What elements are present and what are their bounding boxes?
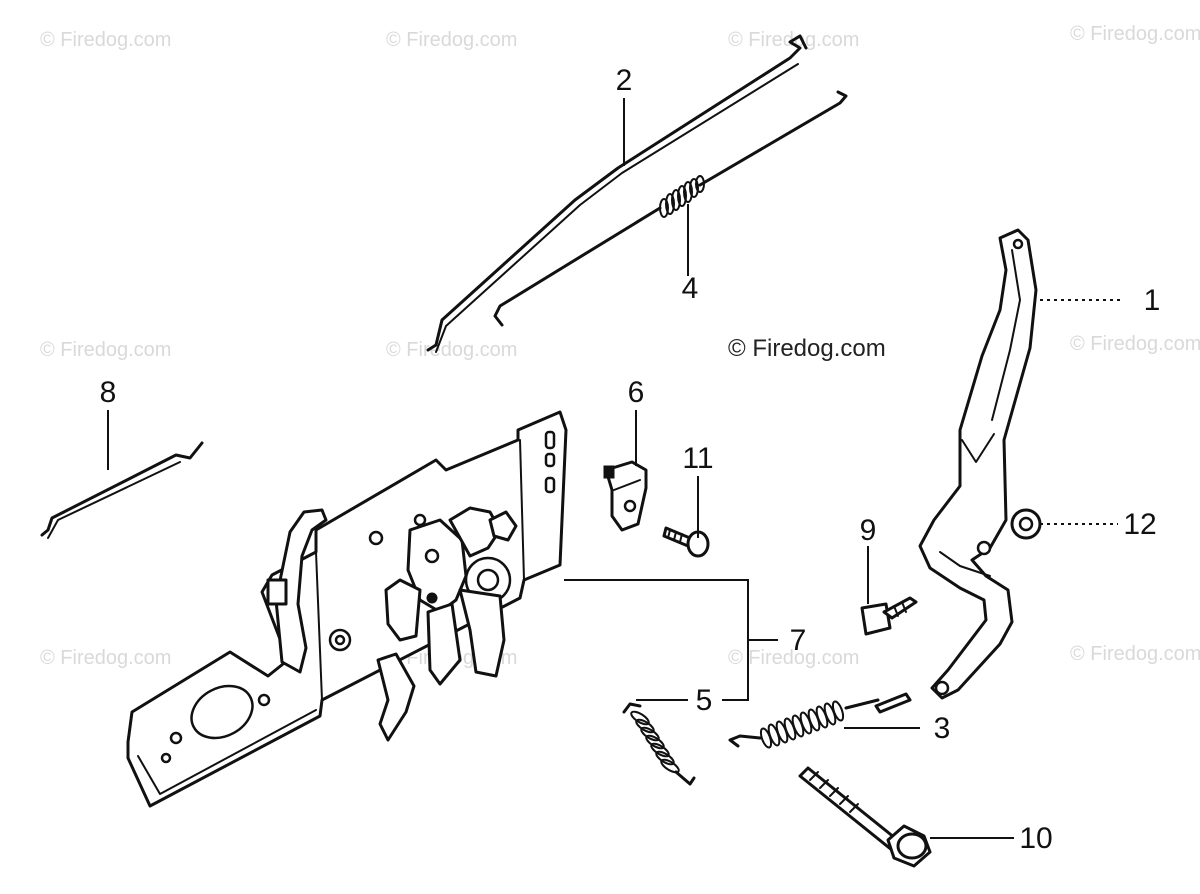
watermark: © Firedog.com [1070,333,1200,355]
slot-hole [544,476,556,494]
watermark: © Firedog.com [1070,23,1200,45]
callout-1: 1 [1144,284,1161,317]
callout-10: 10 [1019,822,1052,855]
cable-clamp[interactable] [603,460,648,532]
governor-spring[interactable] [728,692,912,749]
callout-12: 12 [1123,508,1156,541]
spring-coils [659,175,705,218]
callout-5: 5 [696,684,713,717]
pivot-hole [424,548,440,564]
flange-bolt[interactable] [798,766,932,868]
lever-hole [934,680,950,696]
governor-rod[interactable] [426,34,808,353]
slot-hole [544,430,556,450]
lever-hole [976,540,992,556]
lever-hole [1012,238,1024,250]
leader-lines [107,98,1124,839]
mount-hole [368,530,384,546]
spring-coils [630,710,680,774]
control-base-assembly[interactable] [126,410,568,808]
callout-8: 8 [100,376,117,409]
callout-9: 9 [860,514,877,547]
mount-hole [160,752,172,764]
watermark: © Firedog.com [40,29,171,51]
callout-3: 3 [934,712,951,745]
arm-tab [266,578,288,606]
callout-labels: 2 4 1 8 6 11 9 12 7 5 3 10 [100,64,1161,855]
mount-hole [169,731,183,745]
watermark-center: © Firedog.com [728,335,886,362]
mount-hole [413,513,427,527]
callout-6: 6 [628,376,645,409]
callout-11: 11 [682,442,713,475]
clamp-hole [623,499,637,513]
callout-4: 4 [682,272,699,305]
mount-hole [334,634,346,646]
port-hole [190,684,254,740]
watermark: © Firedog.com [728,647,859,669]
watermark: © Firedog.com [1070,643,1200,665]
rod-return-spring[interactable] [493,90,848,327]
watermark: © Firedog.com [40,339,171,361]
mount-hole [257,693,271,707]
throttle-lever[interactable] [918,228,1038,700]
watermark: © Firedog.com [386,339,517,361]
watermark: © Firedog.com [386,29,517,51]
tapping-screw[interactable] [662,526,710,558]
spring-coils [759,700,845,749]
slot-hole [544,452,556,468]
choke-rod[interactable] [40,441,204,539]
return-spring[interactable] [622,702,696,786]
callout-2: 2 [616,64,633,97]
lock-nut[interactable] [860,596,918,636]
pivot-hole [476,568,500,592]
callout-7: 7 [790,624,807,657]
flange-nut[interactable] [1010,508,1042,540]
watermark: © Firedog.com [40,647,171,669]
